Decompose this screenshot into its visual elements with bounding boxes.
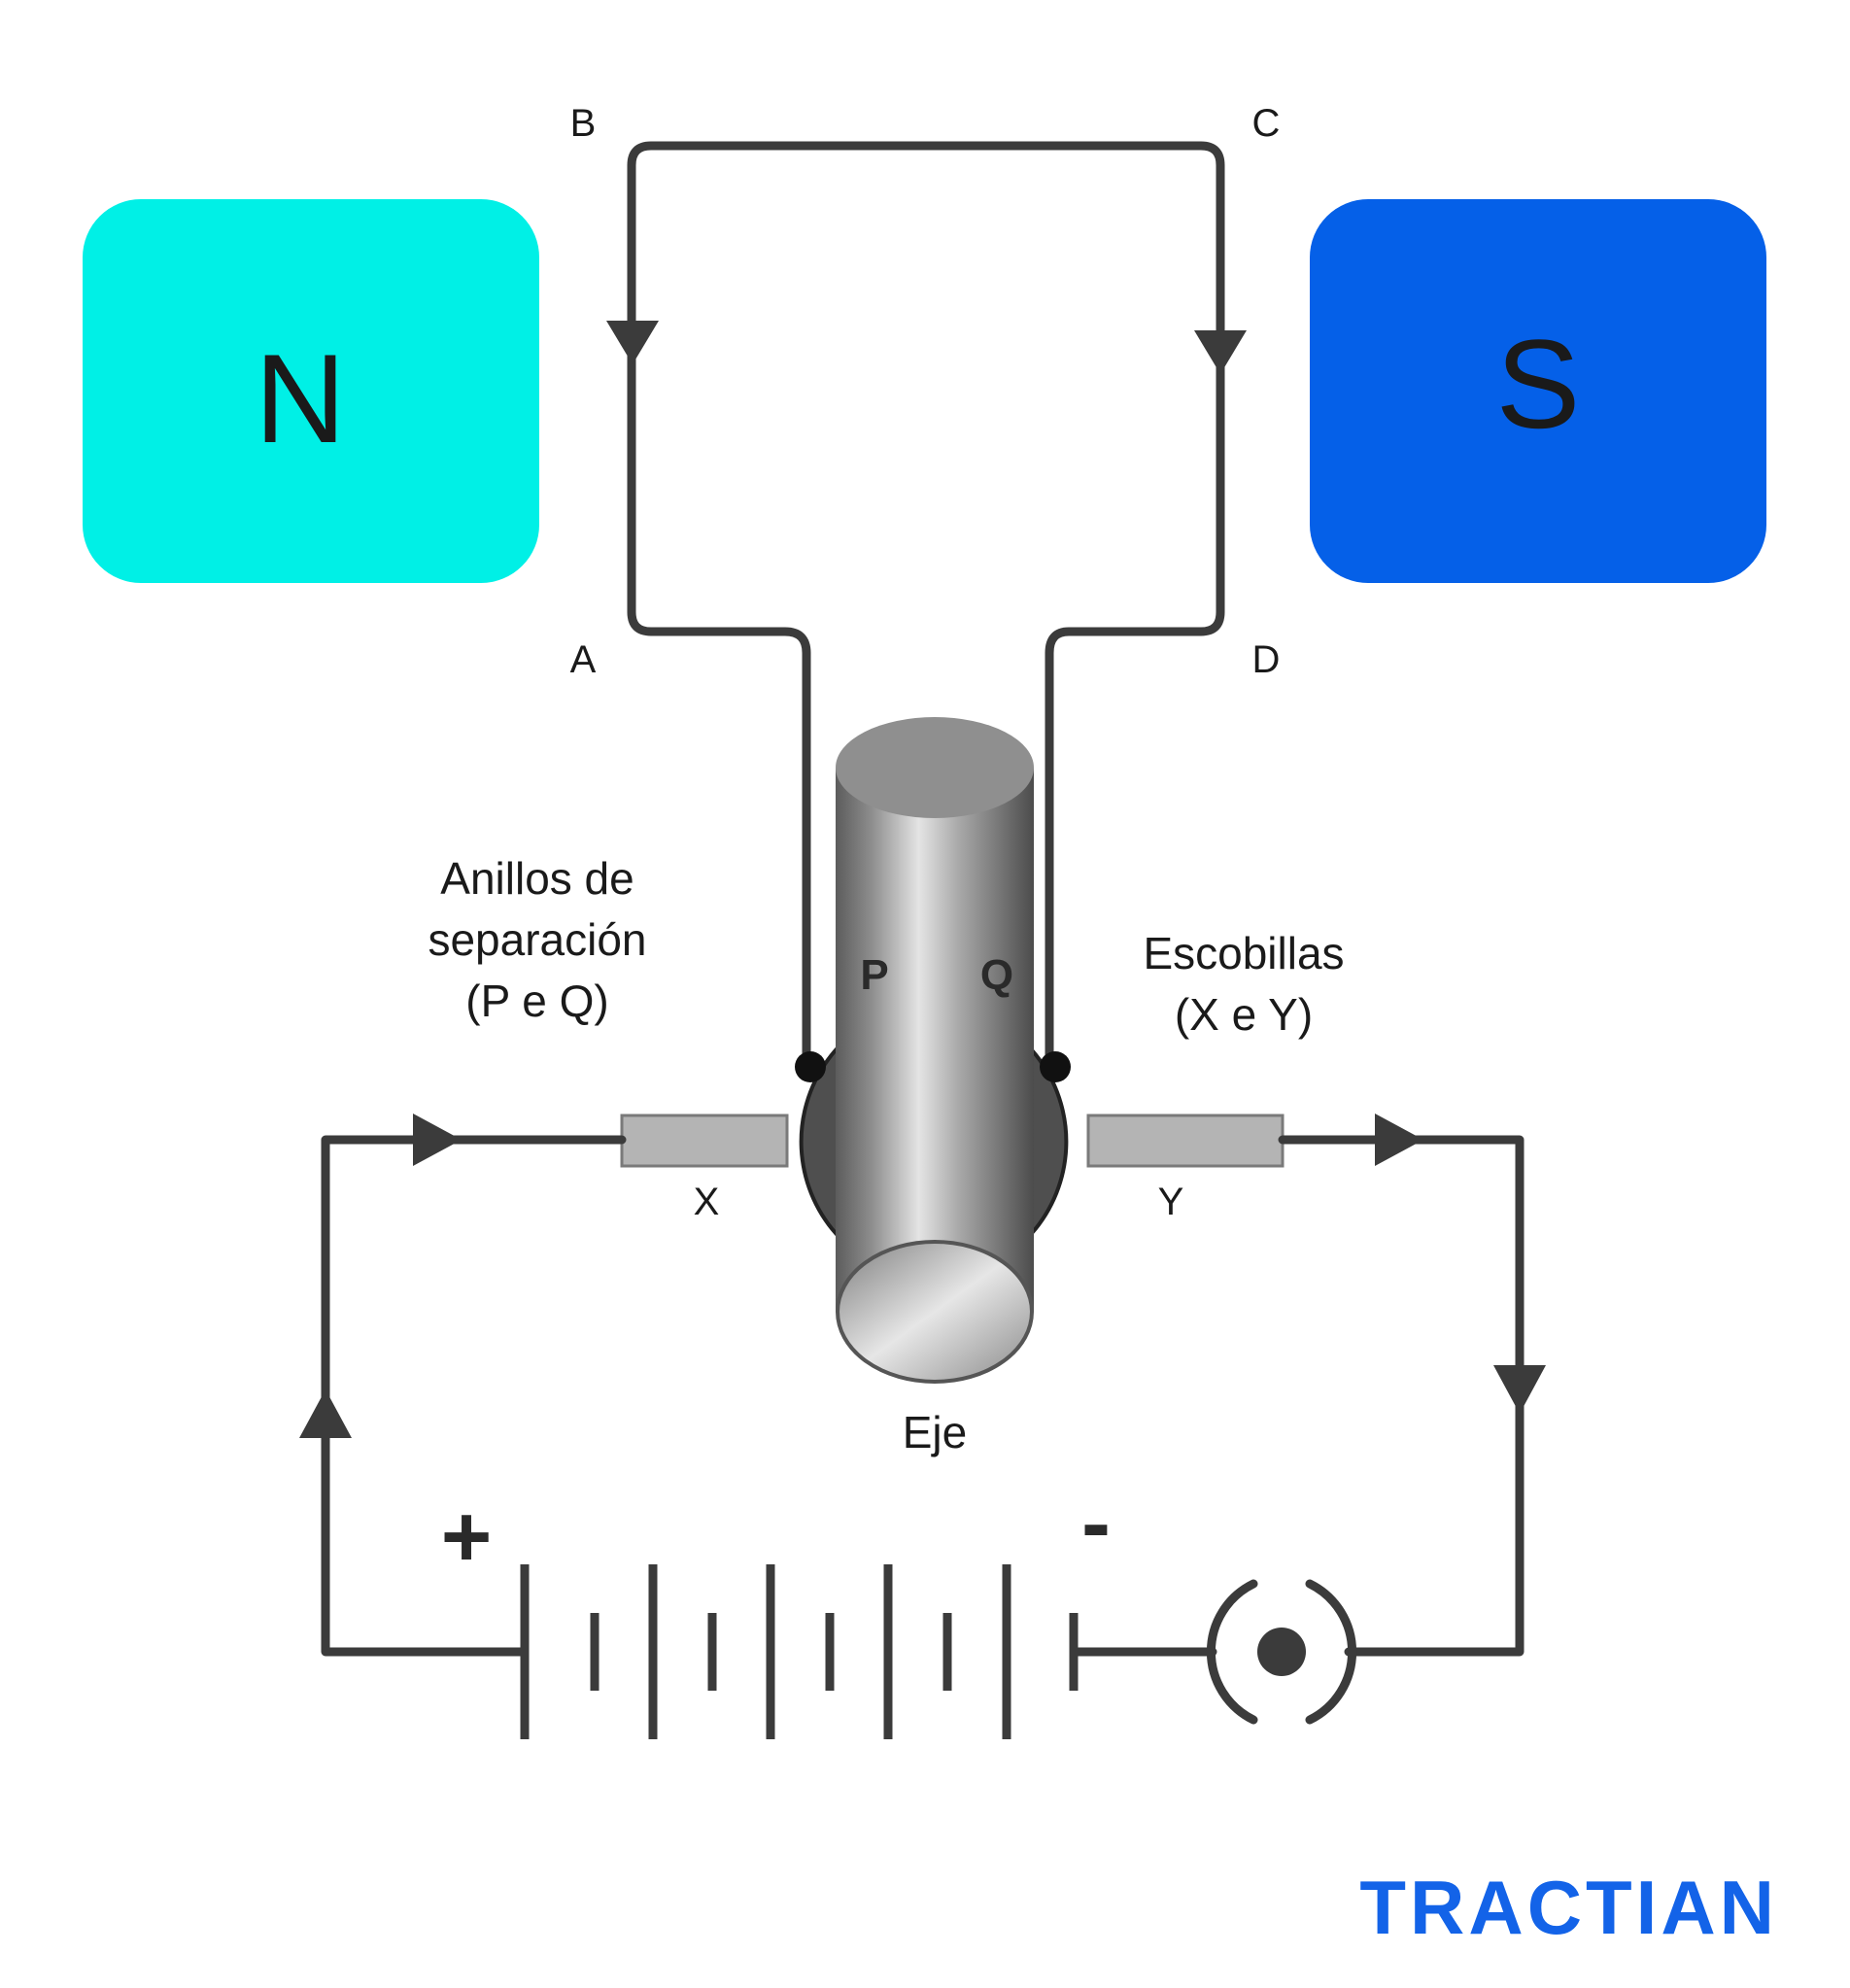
brushes-caption-line2: (X e Y): [1175, 989, 1313, 1040]
tractian-logo: TRACTIAN: [1359, 1865, 1778, 1950]
brush-x: [620, 1114, 789, 1168]
shaft-top: [836, 717, 1034, 818]
circled-dot-icon: [1206, 1579, 1357, 1725]
corner-label-c: C: [1252, 102, 1281, 145]
circuit-arrow-top-right-icon: [1375, 1114, 1423, 1166]
shaft-end-cap: [836, 1240, 1034, 1384]
slip-rings-caption-line3: (P e Q): [465, 976, 608, 1026]
brush-y: [1086, 1114, 1285, 1168]
circuit-arrow-top-left-icon: [413, 1114, 462, 1166]
circuit-arrow-left-up-icon: [299, 1389, 352, 1438]
slip-rings-caption-line2: separación: [428, 914, 646, 965]
corner-label-d: D: [1252, 638, 1281, 681]
ring-q-contact: [1040, 1051, 1071, 1082]
armature-loop: [627, 141, 1225, 1062]
brushes-caption-line1: Escobillas: [1143, 928, 1344, 978]
shaft-body: [836, 768, 1034, 1312]
brush-x-label: X: [694, 1181, 720, 1223]
north-pole-label: N: [255, 327, 346, 469]
corner-label-a: A: [570, 638, 597, 681]
loop-arrow-left-icon: [606, 321, 659, 364]
external-circuit-wire-right: [1278, 1135, 1525, 1657]
shaft-label: Eje: [903, 1407, 967, 1457]
loop-arrow-right-icon: [1194, 330, 1247, 374]
ring-q-label: Q: [980, 951, 1013, 999]
battery-negative-sign: -: [1081, 1475, 1111, 1572]
north-magnet: [83, 199, 539, 583]
circuit-arrow-right-down-icon: [1493, 1365, 1546, 1414]
south-magnet: [1310, 199, 1766, 583]
brush-y-label: Y: [1158, 1181, 1184, 1223]
slip-rings-caption-line1: Anillos de: [440, 853, 634, 904]
ring-p-label: P: [860, 951, 888, 999]
corner-label-b: B: [570, 102, 597, 145]
south-pole-label: S: [1496, 313, 1581, 455]
battery-positive-sign: +: [441, 1489, 493, 1586]
ring-p-contact: [795, 1051, 826, 1082]
battery: [520, 1564, 1079, 1739]
